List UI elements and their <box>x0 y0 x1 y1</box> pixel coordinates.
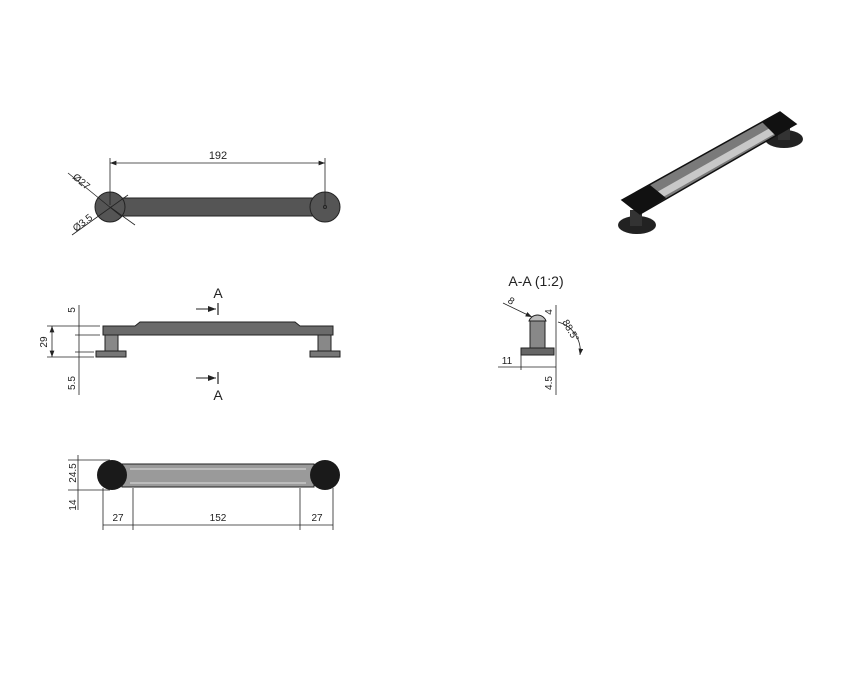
head-height-dim: 4 <box>544 309 555 315</box>
end-left-dim: 27 <box>112 513 124 524</box>
section-title: A-A (1:2) <box>508 273 563 289</box>
base-thickness-dim: 5.5 <box>67 376 78 390</box>
angle-dim: 88.5° <box>559 318 580 344</box>
bottom-view: 24.5 14 27 152 27 <box>68 455 340 530</box>
end-right-dim: 27 <box>311 513 323 524</box>
base-height-dim: 4.5 <box>544 376 555 390</box>
isometric-view <box>618 111 803 234</box>
hole-diameter-dim: Ø3.5 <box>71 212 95 234</box>
center-length-dim: 152 <box>210 513 227 524</box>
base-width-dim: 11 <box>502 356 513 367</box>
section-marker-top: A <box>213 285 223 301</box>
top-offset-dim: 5 <box>67 307 78 313</box>
height-dim: 29 <box>39 336 50 348</box>
length-dim: 192 <box>209 150 227 162</box>
side-view: 29 5 5.5 A A <box>39 285 341 403</box>
top-view: 192 Ø27 Ø3.5 <box>67 150 341 236</box>
width-dim: 24.5 <box>68 463 79 483</box>
section-view: A-A (1:2) 8 4 88.5° 11 4.5 <box>498 273 584 395</box>
bar-width-dim: 14 <box>68 499 79 511</box>
radius-dim: 8 <box>505 295 516 307</box>
section-marker-bottom: A <box>213 387 223 403</box>
